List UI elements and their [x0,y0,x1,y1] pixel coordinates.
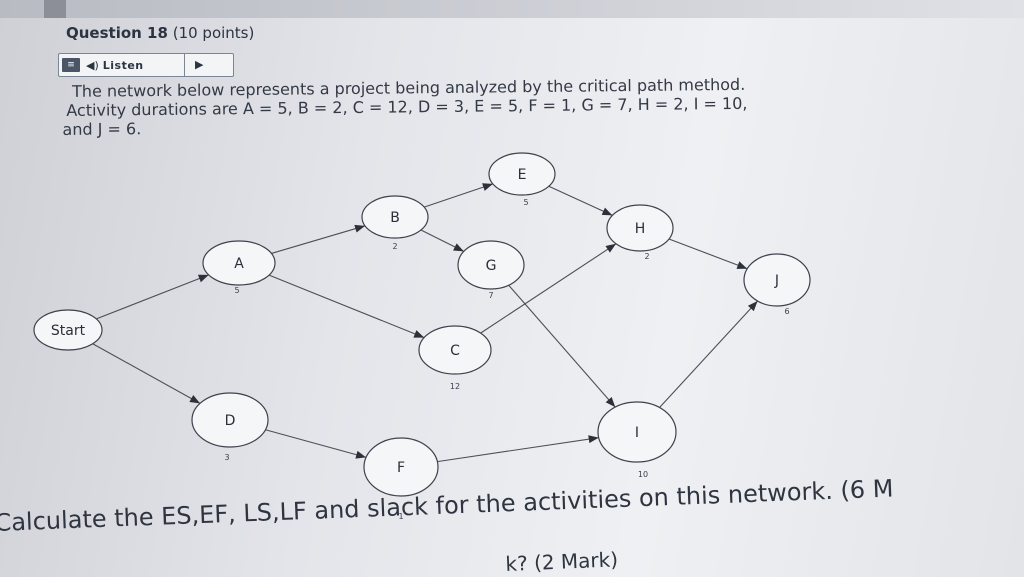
speaker-icon[interactable]: ◀) [86,58,99,72]
node-b: B2 [361,195,429,251]
arrowhead-icon [605,396,616,408]
arrowhead-icon [482,183,493,191]
node-label: H [635,221,646,237]
node-c: C 12 [418,325,492,391]
node-label: I [635,425,639,441]
node-circle [33,309,103,351]
instruction-line-2: k? (2 Mark) [505,547,619,576]
arrowhead-icon [197,274,209,283]
node-h: H2 [606,204,674,261]
arrowhead-icon [588,435,599,444]
node-label: A [234,256,244,272]
node-start: Start [33,309,103,351]
arrowhead-icon [736,261,748,269]
node-duration: 12 [450,382,460,391]
node-label: E [518,167,527,183]
node-duration: 2 [644,252,649,261]
node-label: F [397,460,405,476]
node-circle [457,240,525,290]
node-label: D [225,413,236,429]
network-edges [92,183,759,463]
listen-divider [184,54,185,76]
node-label: B [390,210,400,226]
arrowhead-icon [453,243,464,252]
node-circle [191,392,269,448]
node-duration: 6 [784,307,789,316]
menu-icon[interactable]: ≡ [62,58,80,72]
node-duration: 1 [398,512,403,521]
edge-b-e [423,183,494,208]
play-icon[interactable]: ▶ [195,58,204,71]
node-j: J6 [743,253,811,316]
node-duration: 5 [523,198,528,207]
question-title: Question 18 (10 points) [66,24,254,42]
arrowhead-icon [189,395,201,404]
node-f: F1 [363,437,439,521]
arrowhead-icon [354,224,366,233]
node-label: G [486,258,497,274]
node-circle [361,195,429,239]
edge-h-j [668,238,748,270]
browser-top-strip [0,0,1024,18]
node-a: A5 [202,240,276,295]
edge-f-i [437,437,599,463]
node-label: Start [51,323,86,339]
node-label: J [774,273,779,289]
arrowhead-icon [601,207,613,216]
node-d: D3 [191,392,269,462]
node-circle [597,401,677,463]
edge-g-i [508,284,616,408]
node-circle [418,325,492,375]
question-number: Question 18 [66,24,168,42]
arrowhead-icon [747,301,758,312]
top-tab [44,0,66,18]
arrowhead-icon [413,330,425,338]
node-e: E5 [488,152,556,207]
node-label: C [450,343,460,359]
listen-button[interactable]: Listen [102,58,144,72]
node-duration: 5 [234,286,239,295]
node-circle [606,204,674,252]
node-duration: 2 [392,242,397,251]
listen-toolbar: ≡ ◀) Listen ▶ [58,53,234,77]
node-duration: 3 [224,453,229,462]
node-duration: 7 [488,291,493,300]
edge-i-j [659,300,759,408]
arrowhead-icon [355,450,367,459]
node-circle [202,240,276,286]
question-points: (10 points) [172,24,255,42]
arrowhead-icon [605,243,617,253]
node-duration: 10 [638,470,648,479]
node-circle [488,152,556,196]
edge-start-a [96,274,209,320]
edge-e-h [548,185,613,216]
node-g: G7 [457,240,525,300]
edge-c-h [480,243,617,334]
node-i: I 10 [597,401,677,479]
edge-start-d [92,343,201,404]
edge-d-f [265,429,367,458]
edge-a-b [271,225,366,254]
edge-a-c [268,274,425,339]
node-circle [743,253,811,307]
node-circle [363,437,439,497]
